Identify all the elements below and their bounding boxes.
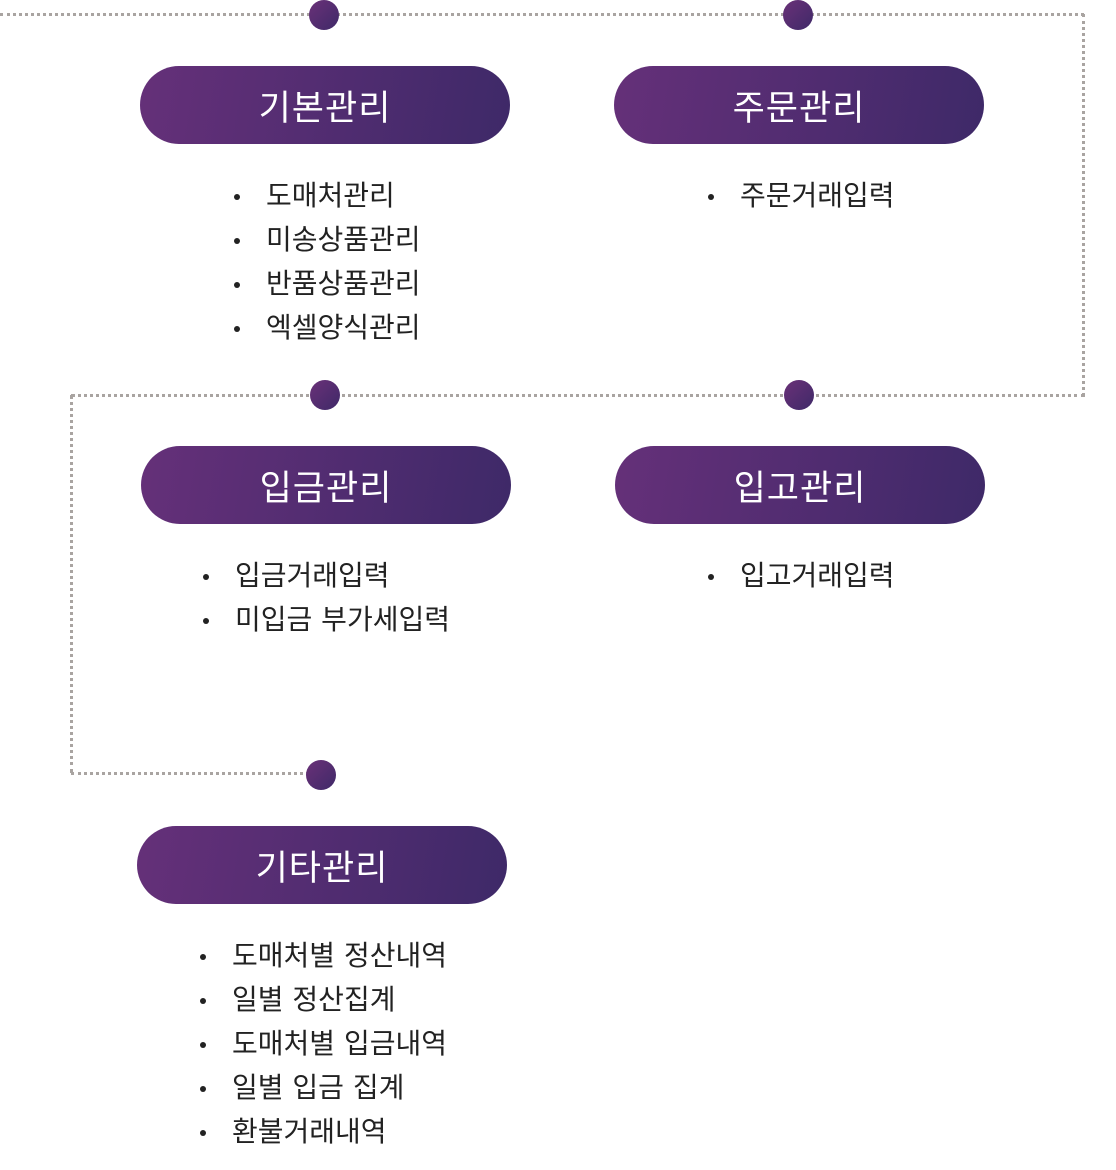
section-deposit-button[interactable]: 입금관리 [141, 446, 511, 524]
bullet-icon [200, 1086, 206, 1092]
bullet-icon [200, 1130, 206, 1136]
bullet-icon [200, 1042, 206, 1048]
list-item-label: 미입금 부가세입력 [235, 603, 450, 636]
list-item[interactable]: 도매처별 정산내역 [198, 934, 447, 978]
connector-top [0, 13, 1084, 16]
section-etc-button[interactable]: 기타관리 [137, 826, 507, 904]
node-receiving [784, 380, 814, 410]
bullet-icon [203, 618, 209, 624]
section-title: 기본관리 [258, 88, 392, 129]
list-item-label: 도매처별 입금내역 [232, 1027, 447, 1060]
list-item[interactable]: 환불거래내역 [198, 1110, 447, 1154]
bullet-icon [203, 574, 209, 580]
section-receiving-list: 입고거래입력 [706, 554, 895, 598]
list-item[interactable]: 미입금 부가세입력 [201, 598, 450, 642]
bullet-icon [200, 954, 206, 960]
node-order [783, 0, 813, 30]
node-basic [309, 0, 339, 30]
section-basic-list: 도매처관리 미송상품관리 반품상품관리 엑셀양식관리 [232, 174, 421, 350]
list-item-label: 도매처별 정산내역 [232, 939, 447, 972]
connector-bottom [71, 772, 321, 775]
list-item-label: 일별 정산집계 [232, 983, 396, 1016]
bullet-icon [708, 574, 714, 580]
bullet-icon [234, 194, 240, 200]
list-item-label: 반품상품관리 [266, 267, 421, 300]
list-item-label: 환불거래내역 [232, 1115, 387, 1148]
node-etc [306, 760, 336, 790]
list-item-label: 미송상품관리 [266, 223, 421, 256]
list-item-label: 도매처관리 [266, 179, 395, 212]
section-basic-button[interactable]: 기본관리 [140, 66, 510, 144]
list-item[interactable]: 도매처관리 [232, 174, 421, 218]
bullet-icon [708, 194, 714, 200]
list-item[interactable]: 반품상품관리 [232, 262, 421, 306]
list-item[interactable]: 도매처별 입금내역 [198, 1022, 447, 1066]
list-item[interactable]: 입금거래입력 [201, 554, 450, 598]
section-title: 입고관리 [733, 468, 867, 509]
section-order-button[interactable]: 주문관리 [614, 66, 984, 144]
connector-right [1082, 14, 1085, 396]
section-etc-list: 도매처별 정산내역 일별 정산집계 도매처별 입금내역 일별 입금 집계 환불거… [198, 934, 447, 1154]
section-deposit-list: 입금거래입력 미입금 부가세입력 [201, 554, 450, 642]
list-item[interactable]: 일별 정산집계 [198, 978, 447, 1022]
bullet-icon [200, 998, 206, 1004]
list-item-label: 일별 입금 집계 [232, 1071, 405, 1104]
section-title: 주문관리 [732, 88, 866, 129]
connector-left [70, 395, 73, 773]
list-item-label: 입고거래입력 [740, 559, 895, 592]
bullet-icon [234, 326, 240, 332]
bullet-icon [234, 238, 240, 244]
section-title: 입금관리 [259, 468, 393, 509]
list-item[interactable]: 엑셀양식관리 [232, 306, 421, 350]
bullet-icon [234, 282, 240, 288]
section-order-list: 주문거래입력 [706, 174, 895, 218]
list-item[interactable]: 미송상품관리 [232, 218, 421, 262]
list-item[interactable]: 일별 입금 집계 [198, 1066, 447, 1110]
list-item[interactable]: 입고거래입력 [706, 554, 895, 598]
list-item-label: 입금거래입력 [235, 559, 390, 592]
section-title: 기타관리 [255, 848, 389, 889]
connector-middle [71, 394, 1085, 397]
list-item-label: 주문거래입력 [740, 179, 895, 212]
section-receiving-button[interactable]: 입고관리 [615, 446, 985, 524]
node-deposit [310, 380, 340, 410]
list-item[interactable]: 주문거래입력 [706, 174, 895, 218]
list-item-label: 엑셀양식관리 [266, 311, 421, 344]
